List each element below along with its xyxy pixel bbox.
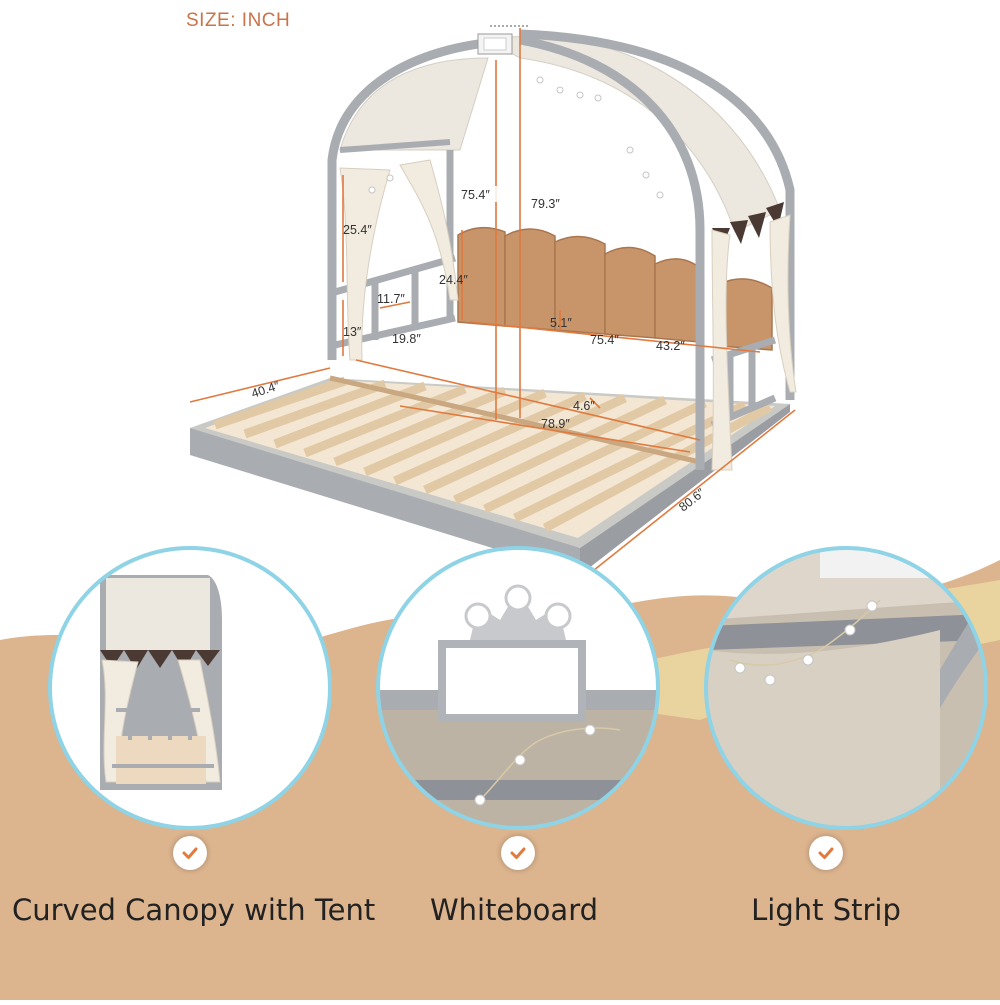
dim-headboard-height: 24.4″ [439,273,468,287]
check-icon [809,836,843,870]
dim-total-height: 79.3″ [531,197,560,211]
dim-rail-length: 43.2″ [656,339,685,353]
size-unit-label: SIZE: INCH [186,10,291,31]
whiteboard-crown [464,584,572,640]
dimension-lines [189,28,796,579]
check-icon [173,836,207,870]
feature-caption-light-strip: Light Strip [751,893,901,927]
dim-slat-spacing: 4.6″ [573,399,595,413]
canopy-arch-back [327,37,496,360]
dim-inner-length: 75.4″ [590,333,619,347]
feature-circle-whiteboard [376,546,660,830]
dim-side-height: 25.4″ [343,223,372,237]
curtains [339,159,797,471]
feature-circle-light-strip [704,546,988,830]
canopy-arch-front [519,35,705,470]
light-strip [368,76,664,199]
check-icon [501,836,535,870]
feature-caption-whiteboard: Whiteboard [429,893,599,927]
dim-rail-width: 19.8″ [392,332,421,346]
headboard [457,226,773,351]
feature-circle-canopy [48,546,332,830]
feature-caption-canopy: Curved Canopy with Tent [12,893,376,927]
dim-slat-gap: 5.1″ [550,316,572,330]
dim-inner-width: 78.9″ [541,417,570,431]
dim-rail-height: 13″ [343,325,362,339]
bed-main: 75.4″ 79.3″ 25.4″ 24.4″ 11.7″ 13″ 19.8″ … [189,25,797,579]
dim-rail-gap: 11.7″ [377,292,405,306]
dim-inner-height: 75.4″ [461,188,490,202]
